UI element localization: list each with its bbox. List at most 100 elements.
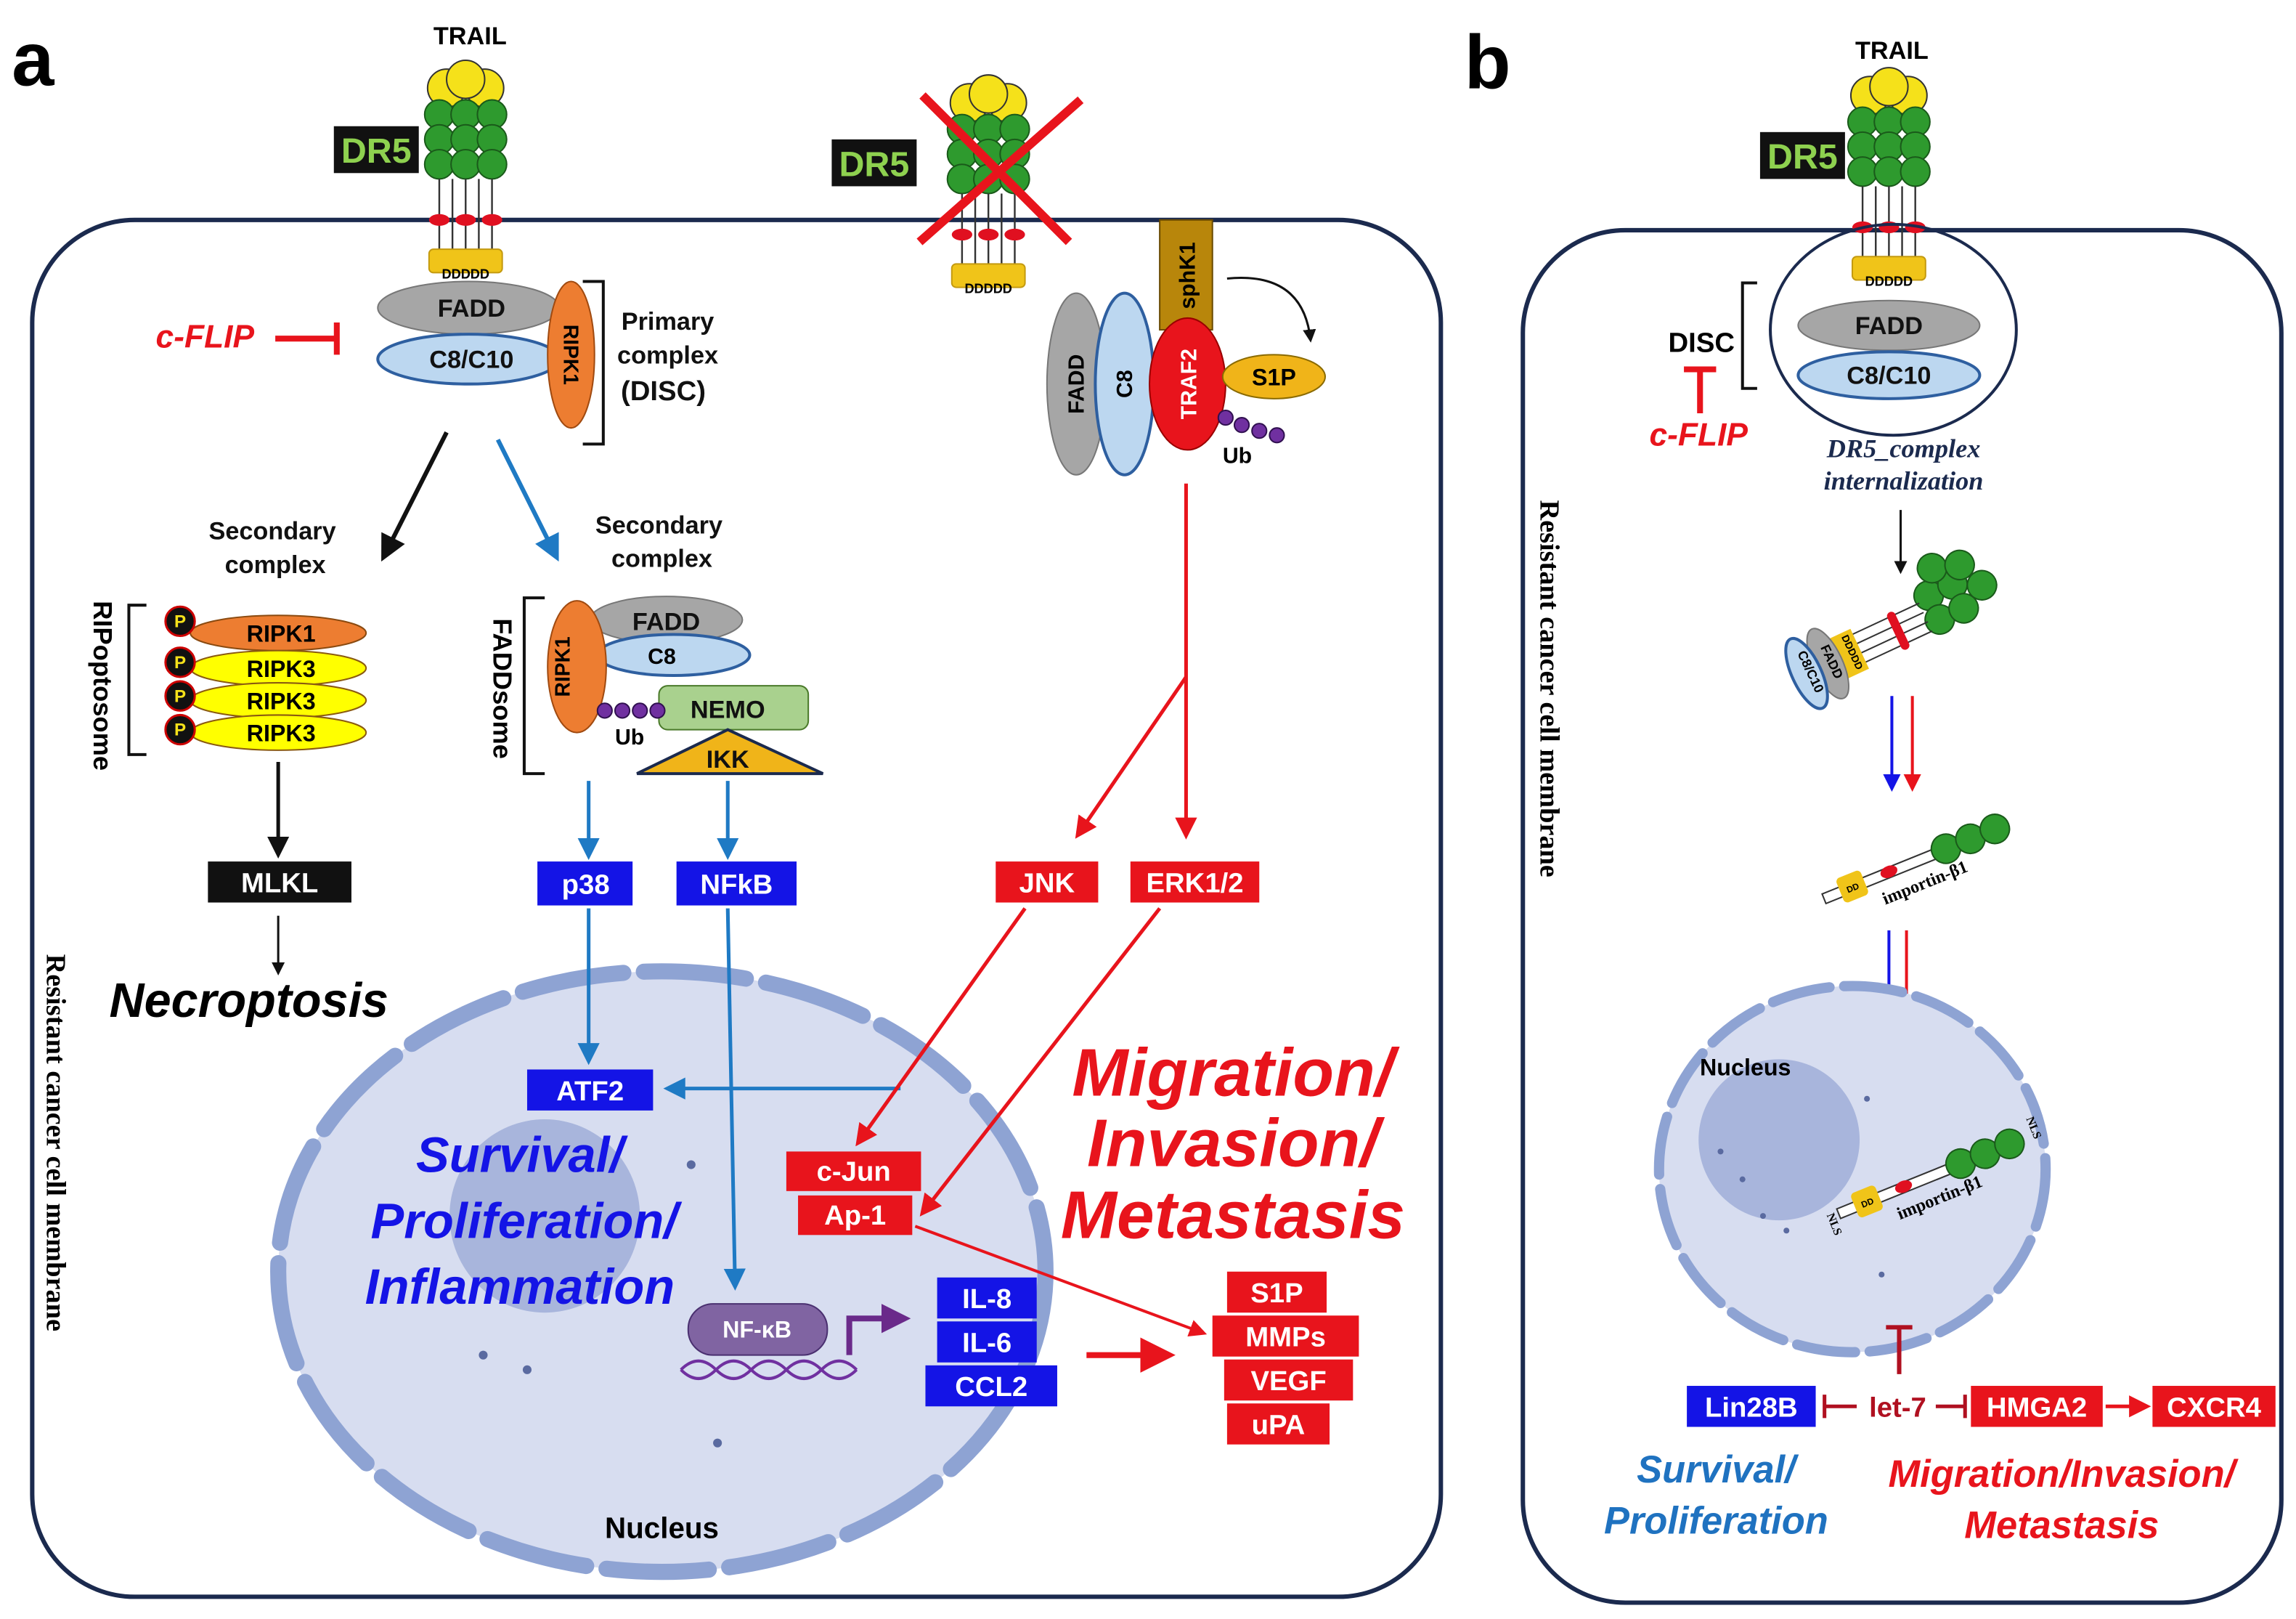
ub-label: Ub [1223, 445, 1252, 468]
survival-label-b: Survival/Proliferation [1604, 1449, 1828, 1543]
nucleolus-a [449, 1119, 640, 1313]
jnk-box [996, 861, 1099, 903]
ripk1-molecule [547, 280, 595, 429]
trail-label: TRAIL [433, 23, 507, 50]
faddsome-c8: C8 [648, 645, 676, 669]
fadd-inactive-label: FADD [1064, 354, 1088, 414]
dr5-inactive-label-box [831, 139, 917, 187]
hmga2-label: HMGA2 [1987, 1392, 2087, 1423]
membrane-label-b: Resistant cancer cell membrane [1534, 500, 1564, 877]
survival-label-a: Survival/Proliferation/Inflammation [365, 1127, 683, 1315]
upa-box [1226, 1403, 1330, 1445]
il6-box [937, 1321, 1037, 1363]
dna-helix [680, 1359, 858, 1380]
ripoptosome-item: RIPK1 [247, 621, 316, 647]
il8-box [937, 1277, 1037, 1319]
curved-arrow [1226, 277, 1316, 343]
dd-small: DD [1860, 1196, 1876, 1210]
cflip-inhibition-b [1684, 366, 1717, 414]
nfkb-box [676, 861, 797, 906]
ripoptosome-item: RIPK3 [247, 688, 316, 714]
erk-box [1130, 861, 1260, 903]
c8c10-label: C8/C10 [429, 346, 513, 374]
mmps-label: MMPs [1245, 1322, 1326, 1353]
ripk1-label: RIPK1 [559, 325, 582, 385]
arrow-nfkb-to-nucleus [723, 908, 746, 1291]
atf2-box [526, 1069, 654, 1111]
inhibition-to-let7 [1886, 1325, 1913, 1374]
s1p-molecule-label: S1P [1252, 365, 1296, 391]
s1p-output-box [1226, 1271, 1327, 1313]
cross-mark [916, 92, 1084, 246]
let7-inhibits-hmga2 [1935, 1395, 1967, 1419]
faddsome-ripk1: RIPK1 [550, 636, 574, 697]
ccl2-label: CCL2 [955, 1371, 1027, 1403]
il6-label: IL-6 [962, 1328, 1011, 1359]
mlkl-box [208, 861, 351, 903]
cxcr4-box [2152, 1386, 2276, 1427]
c8c10-label-b: C8/C10 [1847, 362, 1931, 390]
upa-label: uPA [1252, 1410, 1306, 1441]
ripoptosome-item: RIPK3 [247, 656, 316, 682]
s1p-output-label: S1P [1250, 1278, 1303, 1309]
dd-small: DD [1845, 881, 1861, 896]
arrow-to-ripoptosome [381, 431, 449, 562]
ripoptosome-label: RIPoptosome [88, 601, 118, 771]
dr5-receptor-b [1847, 66, 1931, 281]
faddsome-ikk: IKK [707, 746, 749, 774]
cell-membrane-a [30, 217, 1444, 1599]
ripoptosome-bracket [127, 604, 147, 756]
dr5-label-box-b [1759, 131, 1845, 179]
nucleus-label-a: Nucleus [605, 1512, 719, 1545]
faddsome-fadd: FADD [632, 608, 700, 636]
cxcr4-label: CXCR4 [2167, 1392, 2262, 1423]
cjun-box [786, 1151, 921, 1191]
il8-label: IL-8 [962, 1283, 1011, 1315]
traf2-label: TRAF2 [1178, 349, 1202, 419]
cflip-label-b: c-FLIP [1649, 417, 1748, 453]
importin-complex-cytoplasm: DD importin-β1 [1821, 813, 2011, 909]
ap1-box [798, 1195, 913, 1235]
nf-kb-nuclear-label: NF-κB [722, 1316, 791, 1342]
jnk-label: JNK [1019, 867, 1075, 898]
c8c10-molecule-b [1796, 350, 1982, 400]
nucleolus-b [1698, 1059, 1860, 1221]
hmga2-box [1971, 1386, 2103, 1427]
dr5-inactive-label: DR5 [839, 145, 910, 184]
dr5-label-b: DR5 [1767, 137, 1838, 176]
phospho-label: P [174, 612, 186, 631]
arrow-jnk-to-cjun [855, 907, 1027, 1147]
let7-label: let-7 [1869, 1392, 1926, 1423]
mmps-box [1212, 1315, 1359, 1357]
ccl2-box [925, 1365, 1057, 1407]
arrow-erk-to-ap1 [919, 907, 1162, 1217]
primary-bracket [582, 280, 605, 446]
cflip-label: c-FLIP [156, 319, 255, 354]
disc-bracket [1741, 281, 1757, 390]
dr5-receptor [423, 59, 508, 274]
sphk1-box [1159, 219, 1213, 331]
sphk1-label: sphK1 [1176, 242, 1200, 309]
nfkb-label: NFkB [700, 869, 773, 900]
dr5-label-box [333, 126, 419, 174]
disc-label: DISC [1669, 327, 1735, 358]
panel-label-a: a [12, 17, 54, 102]
faddsome-label: FADDsome [488, 618, 518, 759]
dd-domain-b: DDDDD [1865, 275, 1913, 289]
migration-label-a: Migration/Invasion/Metastasis [1061, 1035, 1405, 1253]
cjun-label: c-Jun [817, 1156, 891, 1188]
faddsome-ub: Ub [615, 726, 644, 750]
p38-label: p38 [562, 869, 610, 900]
vegf-label: VEGF [1250, 1366, 1326, 1397]
phospho-label: P [174, 721, 186, 740]
internalization-vesicle [1769, 222, 2018, 437]
cflip-inhibition [275, 322, 340, 355]
nucleus-a [270, 963, 1054, 1581]
dr5-label: DR5 [341, 131, 412, 171]
